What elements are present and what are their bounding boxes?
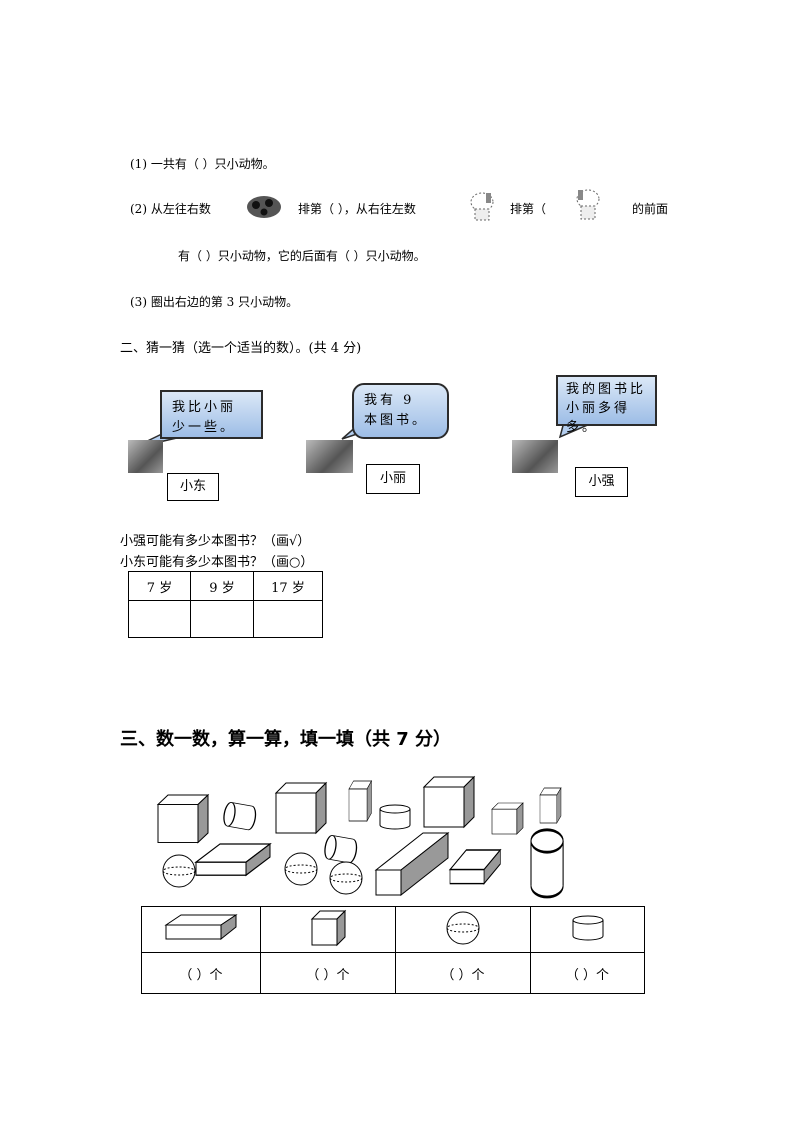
name-label-xiaoqiang: 小强 <box>575 467 628 497</box>
sphere-header-cell <box>395 906 531 953</box>
count-table: （ ）个 （ ）个 （ ）个 （ ）个 <box>141 906 645 994</box>
sphere-shape <box>329 861 363 895</box>
question-xiaoqiang: 小强可能有多少本图书？（画√） <box>120 534 311 549</box>
section-2-heading: 二、猜一猜（选一个适当的数）。(共 4 分) <box>120 341 362 356</box>
question-2-part-b: 排第（ ），从右往左数 <box>298 202 416 216</box>
name-label-xiaodong: 小东 <box>167 473 219 501</box>
section-3-heading: 三、数一数，算一算，填一填（共 7 分） <box>120 729 452 750</box>
speech-bubble-xiaodong: 我比小丽少一些。 <box>160 390 263 439</box>
slab-count-cell[interactable]: （ ）个 <box>141 952 261 994</box>
slab-shape <box>195 843 271 876</box>
options-table: 7 岁 9 岁 17 岁 <box>128 571 323 638</box>
cube-header-cell <box>260 906 396 953</box>
question-3: (3) 圈出右边的第 3 只小动物。 <box>130 295 299 309</box>
long-box-shape <box>374 831 450 897</box>
elephant-icon <box>470 192 494 221</box>
cylinder-count-cell[interactable]: （ ）个 <box>530 952 645 994</box>
slab-icon <box>164 913 238 940</box>
sphere-shape <box>162 854 196 888</box>
ladybug-icon <box>247 196 281 218</box>
cube-shape <box>348 780 372 822</box>
option-cell: 9 岁 <box>190 571 254 601</box>
photo-xiaodong <box>128 440 163 473</box>
photo-xiaoqiang <box>512 440 558 473</box>
cylinder-shape <box>322 833 359 865</box>
cube-shape <box>539 787 562 824</box>
slab-shape <box>449 849 502 885</box>
sphere-icon <box>446 911 480 944</box>
sphere-count-cell[interactable]: （ ）个 <box>395 952 531 994</box>
question-2-part-d: 的前面 <box>632 202 669 216</box>
cube-shape <box>423 776 475 828</box>
slab-header-cell <box>141 906 261 953</box>
elephant-icon <box>576 189 600 220</box>
cylinder-icon <box>572 915 603 940</box>
question-2-line-2: 有（ ）只小动物，它的后面有（ ）只小动物。 <box>178 249 426 263</box>
option-cell: 7 岁 <box>128 571 191 601</box>
cylinder-shape <box>529 828 565 899</box>
cube-count-cell[interactable]: （ ）个 <box>260 952 396 994</box>
cube-shape <box>157 794 209 843</box>
question-2-part-c: 排第（ <box>510 202 547 216</box>
option-cell: 17 岁 <box>253 571 323 601</box>
question-1: (1) 一共有（ ）只小动物。 <box>130 157 275 171</box>
question-2-part-a: (2) 从左往右数 <box>130 202 211 216</box>
cylinder-shape <box>379 804 411 830</box>
cylinder-shape <box>221 800 258 832</box>
question-xiaodong: 小东可能有多少本图书？（画○） <box>120 555 314 570</box>
cylinder-header-cell <box>530 906 645 953</box>
speech-bubble-xiaoqiang: 我的图书比小丽多得多。 <box>556 375 657 435</box>
sphere-shape <box>284 852 318 886</box>
cube-shape <box>275 782 327 834</box>
cube-icon <box>310 909 347 946</box>
answer-cell[interactable] <box>253 600 323 638</box>
speech-bubble-xiaoli: 我有 9 本图书。 <box>352 383 449 439</box>
answer-cell[interactable] <box>128 600 191 638</box>
name-label-xiaoli: 小丽 <box>366 464 420 494</box>
photo-xiaoli <box>306 440 353 473</box>
cube-shape <box>491 802 524 835</box>
